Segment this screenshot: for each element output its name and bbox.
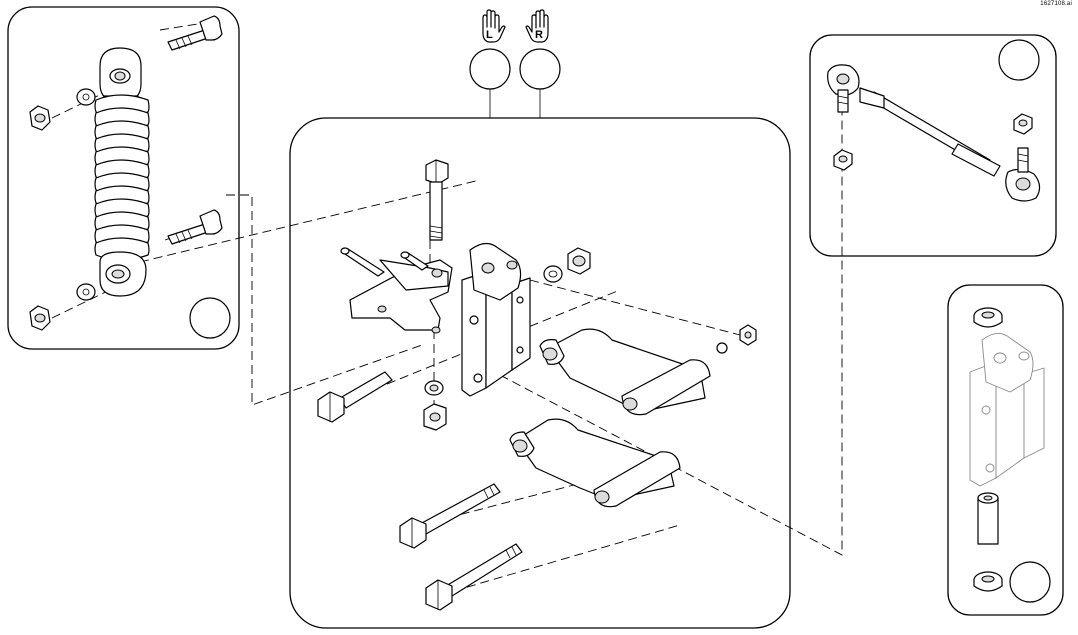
shock-absorber-panel — [8, 7, 239, 349]
upper-shock-bolt — [168, 16, 222, 50]
pivot-bushing-panel — [948, 285, 1063, 615]
pivot-bracket — [462, 243, 530, 396]
shock-nuts — [30, 106, 50, 330]
tie-rod-assembly — [828, 65, 1040, 201]
lower-washer-nut — [424, 381, 446, 430]
tie-rod-panel — [810, 35, 1056, 256]
mounting-bracket-plate — [341, 248, 452, 333]
pivot-bushing-assembly — [970, 308, 1044, 591]
left-hand-icon: L — [483, 10, 505, 42]
main-suspension-panel — [290, 118, 790, 628]
lower-control-arm — [510, 419, 680, 507]
left-hand-label: L — [486, 29, 493, 41]
lower-shock-bolt — [168, 210, 222, 244]
horizontal-pivot-bolt — [318, 372, 392, 422]
item-number-circle-left — [470, 49, 510, 89]
shock-absorber — [95, 48, 149, 296]
vertical-mount-bolt — [426, 160, 448, 240]
item-number-circle-right — [520, 49, 560, 89]
arm-bolt-lower — [426, 544, 522, 610]
item-number-circle-tie-rod — [999, 40, 1039, 80]
upper-control-arm — [540, 329, 710, 415]
right-hand-label: R — [535, 29, 543, 41]
item-number-circle-bushing — [1010, 562, 1050, 602]
shock-washers — [77, 89, 95, 300]
drawing-reference-code: 1627108.ai — [1040, 1, 1072, 7]
arm-nut-washer — [717, 325, 756, 353]
item-number-circle-shock — [190, 298, 230, 338]
bracket-washer-nut — [544, 248, 590, 282]
arm-bolt-upper — [400, 484, 500, 548]
right-hand-icon: R — [526, 10, 548, 42]
